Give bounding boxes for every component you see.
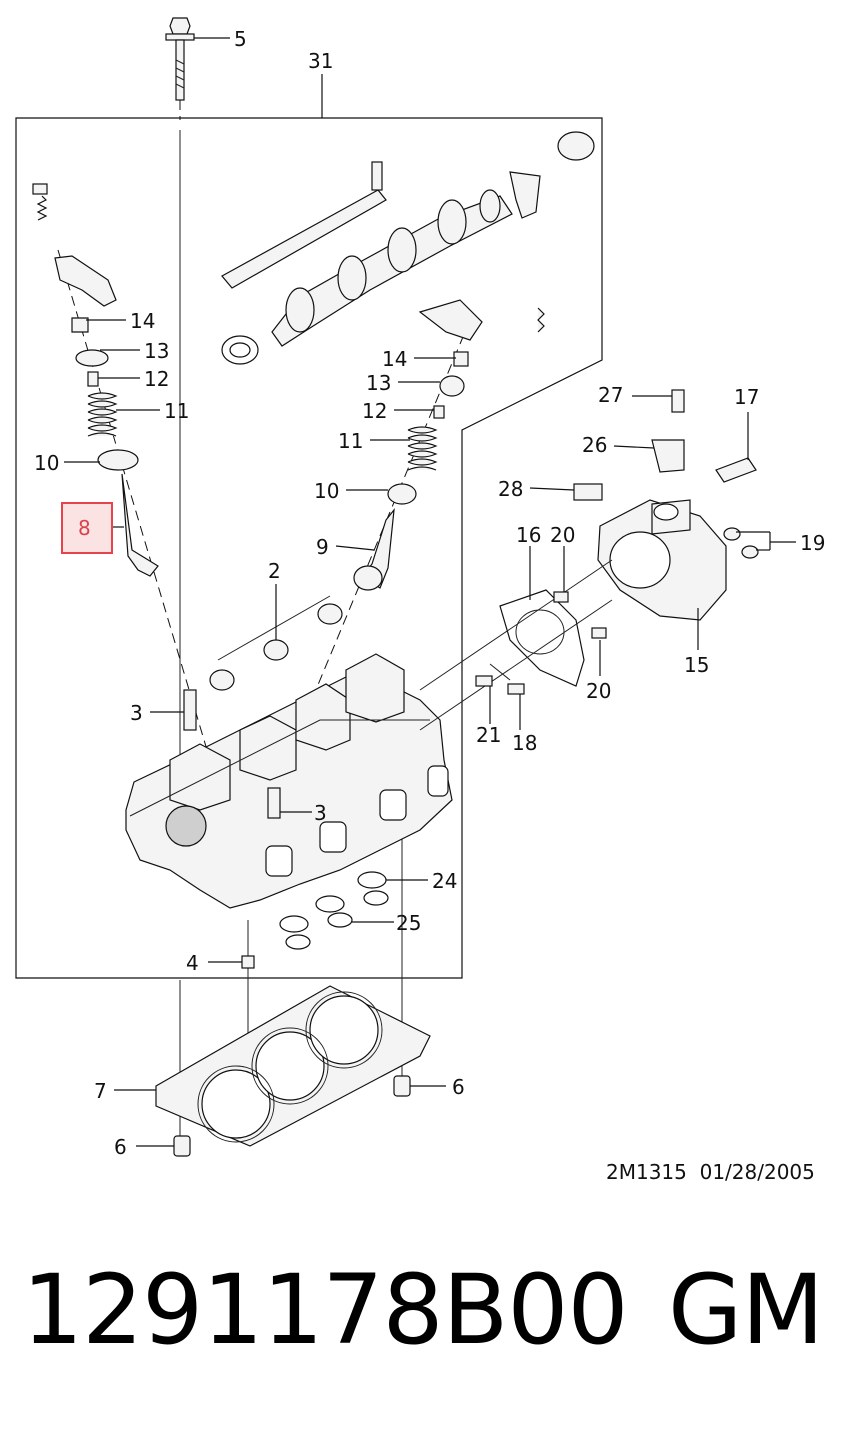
- callout-5: 5: [234, 27, 247, 51]
- callout-3b: 3: [314, 801, 327, 825]
- drawing-reference: 2M1315 01/28/2005: [606, 1160, 815, 1184]
- callout-10b: 10: [314, 479, 339, 503]
- callout-4: 4: [186, 951, 199, 975]
- callout-14b: 14: [382, 347, 407, 371]
- callout-19: 19: [800, 531, 825, 555]
- callout-27: 27: [598, 383, 623, 407]
- callout-17: 17: [734, 385, 759, 409]
- part-number: 1291178B00: [22, 1254, 629, 1366]
- highlight-box: [61, 502, 113, 554]
- callout-28: 28: [498, 477, 523, 501]
- callout-2: 2: [268, 559, 281, 583]
- callout-labels: 5 31 14 13 12 11 10 8 14 13 12 11 10 9 2…: [34, 27, 825, 1159]
- assembly-frame: [15, 117, 603, 979]
- exploded-parts-diagram: 5 31 14 13 12 11 10 8 14 13 12 11 10 9 2…: [15, 17, 825, 1159]
- leader-lines: [64, 37, 796, 1147]
- callout-9: 9: [316, 535, 329, 559]
- intake-seals: [279, 871, 389, 950]
- thermostat-housing: [573, 389, 759, 621]
- brand-name: GM: [668, 1254, 824, 1366]
- callout-8: 8: [78, 516, 91, 540]
- callout-6b: 6: [114, 1135, 127, 1159]
- callout-10a: 10: [34, 451, 59, 475]
- callout-26: 26: [582, 433, 607, 457]
- cylinder-head: [125, 653, 453, 909]
- camshaft-assembly: [221, 131, 595, 365]
- callout-11b: 11: [338, 429, 363, 453]
- callout-12a: 12: [144, 367, 169, 391]
- callout-18: 18: [512, 731, 537, 755]
- callout-13b: 13: [366, 371, 391, 395]
- callout-12b: 12: [362, 399, 387, 423]
- callout-25: 25: [396, 911, 421, 935]
- callout-7: 7: [94, 1079, 107, 1103]
- drawing-date: 01/28/2005: [699, 1160, 815, 1184]
- valve-train-left: [32, 183, 159, 577]
- callout-3a: 3: [130, 701, 143, 725]
- head-bolt: [165, 17, 195, 120]
- callout-20b: 20: [586, 679, 611, 703]
- callout-13a: 13: [144, 339, 169, 363]
- callout-6a: 6: [452, 1075, 465, 1099]
- callout-16: 16: [516, 523, 541, 547]
- hydraulic-tappets: [209, 595, 343, 691]
- plug: [241, 955, 255, 969]
- callout-11a: 11: [164, 399, 189, 423]
- callout-14a: 14: [130, 309, 155, 333]
- valve-train-right: [353, 351, 469, 591]
- drawing-code: 2M1315: [606, 1160, 687, 1184]
- studs: [419, 559, 613, 731]
- callout-15: 15: [684, 653, 709, 677]
- housing-gasket: [499, 589, 585, 687]
- callout-20a: 20: [550, 523, 575, 547]
- callout-21: 21: [476, 723, 501, 747]
- head-gasket: [155, 985, 431, 1147]
- callout-24: 24: [432, 869, 457, 893]
- callout-31: 31: [308, 49, 333, 73]
